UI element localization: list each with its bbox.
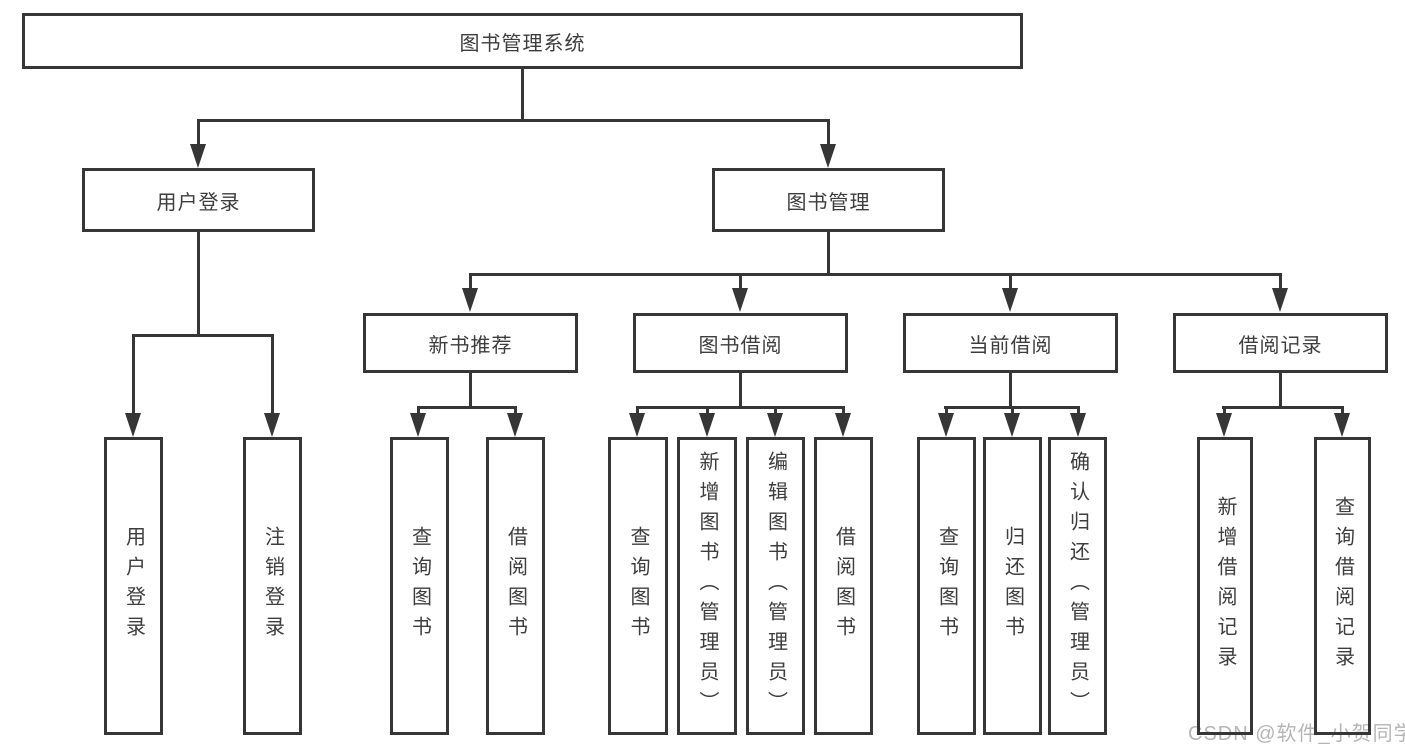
connector-stem-book-borrow [739,373,742,409]
leaf-recommend-borrow-books: 借阅图书 [486,437,545,735]
arrowhead-down-icon [1070,413,1086,437]
arrowhead-down-icon [732,288,748,312]
leaf-label: 新增借阅记录 [1214,496,1236,676]
leaf-label: 用户登录 [122,526,145,646]
node-borrow-records: 借阅记录 [1173,313,1388,373]
leaf-label: 查询图书 [408,526,431,646]
arrowhead-down-icon [264,413,280,437]
connector-drop [1279,273,1282,293]
connector-stem-new-book [469,373,472,409]
leaf-user-login: 用户登录 [104,437,163,735]
arrowhead-down-icon [190,144,206,168]
leaf-records-query-record: 查询借阅记录 [1314,437,1371,735]
connector-drop [945,406,948,418]
node-current-borrow: 当前借阅 [903,313,1118,373]
connector-bar-level1 [197,119,830,122]
connector-stem-user-login [197,232,200,334]
connector-drop [514,406,517,418]
leaf-label: 归还图书 [1001,526,1024,646]
node-book-management: 图书管理 [712,168,945,232]
arrowhead-down-icon [410,413,426,437]
node-new-book-recommend: 新书推荐 [363,313,578,373]
connector-bar-borrow-records [1222,406,1344,409]
connector-bar-user-login [132,334,274,337]
arrowhead-down-icon [507,413,523,437]
leaf-label: 借阅图书 [504,526,527,646]
connector-stem-root [521,69,524,119]
leaf-label: 新增图书（管理员） [696,451,718,721]
connector-drop [1009,273,1012,293]
connector-stem-current-borrow [1009,373,1012,409]
connector-drop [739,273,742,293]
connector-drop [842,406,845,418]
connector-bar-level2 [469,273,1281,276]
leaf-borrow-edit-books-admin: 编辑图书（管理员） [746,437,805,735]
connector-drop [636,406,639,418]
arrowhead-down-icon [699,413,715,437]
arrowhead-down-icon [1004,413,1020,437]
connector-drop [197,119,200,149]
leaf-current-confirm-return-admin: 确认归还（管理员） [1048,437,1107,735]
connector-drop [1011,406,1014,418]
leaf-label: 编辑图书（管理员） [764,451,787,721]
arrowhead-down-icon [820,144,836,168]
arrowhead-down-icon [629,413,645,437]
connector-drop [1341,406,1344,418]
connector-drop [774,406,777,418]
arrowhead-down-icon [938,413,954,437]
leaf-label: 查询图书 [627,526,649,646]
node-user-login: 用户登录 [82,168,315,232]
leaf-records-add-record: 新增借阅记录 [1197,437,1253,735]
leaf-current-return-books: 归还图书 [983,437,1042,735]
connector-drop [1077,406,1080,418]
leaf-current-query-books: 查询图书 [917,437,976,735]
connector-stem-book-management [827,232,830,276]
connector-drop [469,273,472,293]
connector-drop [132,334,135,417]
connector-drop [1223,406,1226,418]
leaf-label: 确认归还（管理员） [1066,451,1089,721]
node-book-borrow: 图书借阅 [633,313,848,373]
connector-bar-book-borrow [636,406,845,409]
arrowhead-down-icon [1334,413,1350,437]
connector-drop [271,334,274,417]
connector-stem-borrow-records [1279,373,1282,409]
leaf-logout: 注销登录 [243,437,302,735]
connector-drop [417,406,420,418]
leaf-borrow-add-books-admin: 新增图书（管理员） [677,437,737,735]
connector-drop [827,119,830,149]
arrowhead-down-icon [767,413,783,437]
node-library-management-system: 图书管理系统 [22,13,1023,69]
csdn-watermark: CSDN @软件_小贺同学 [1188,723,1405,745]
arrowhead-down-icon [1002,288,1018,312]
leaf-label: 借阅图书 [832,526,855,646]
connector-bar-new-book [417,406,517,409]
leaf-label: 查询图书 [935,526,958,646]
leaf-label: 注销登录 [261,526,284,646]
arrowhead-down-icon [1216,413,1232,437]
arrowhead-down-icon [125,413,141,437]
leaf-borrow-borrow-books: 借阅图书 [814,437,873,735]
arrowhead-down-icon [462,288,478,312]
leaf-label: 查询借阅记录 [1331,496,1354,676]
arrowhead-down-icon [1272,288,1288,312]
leaf-borrow-query-books: 查询图书 [608,437,668,735]
connector-drop [706,406,709,418]
leaf-recommend-query-books: 查询图书 [390,437,449,735]
arrowhead-down-icon [835,413,851,437]
